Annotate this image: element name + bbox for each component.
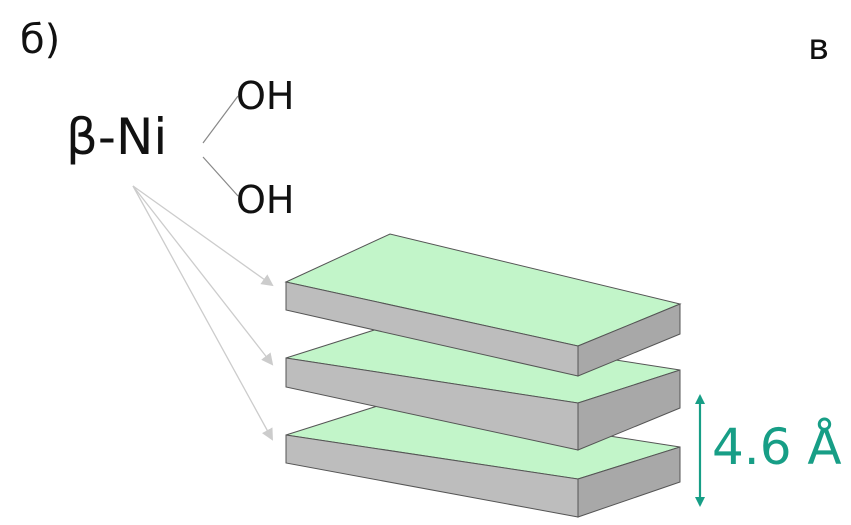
hydroxyl-bottom-label: OH [236,178,295,222]
layer-middle [285,324,681,451]
bond-upper [202,95,239,144]
layer-middle-side-face [577,369,681,451]
panel-label-b: б) [20,17,61,63]
hydroxyl-top-label: OH [236,74,295,118]
layer-bottom [285,401,681,518]
layer-top [284,233,682,377]
interlayer-spacing-label: 4.6 Å [712,418,842,476]
pointer-arrow-middle [132,185,274,366]
layer-top-side-face [577,303,681,377]
pointer-arrow-bottom [132,185,273,441]
formula-beta-ni: β-Ni [66,108,168,166]
panel-label-v: в [808,27,830,68]
layer-bottom-side-face [577,446,681,518]
pointer-arrow-top [132,185,274,287]
bond-lower [202,156,239,197]
